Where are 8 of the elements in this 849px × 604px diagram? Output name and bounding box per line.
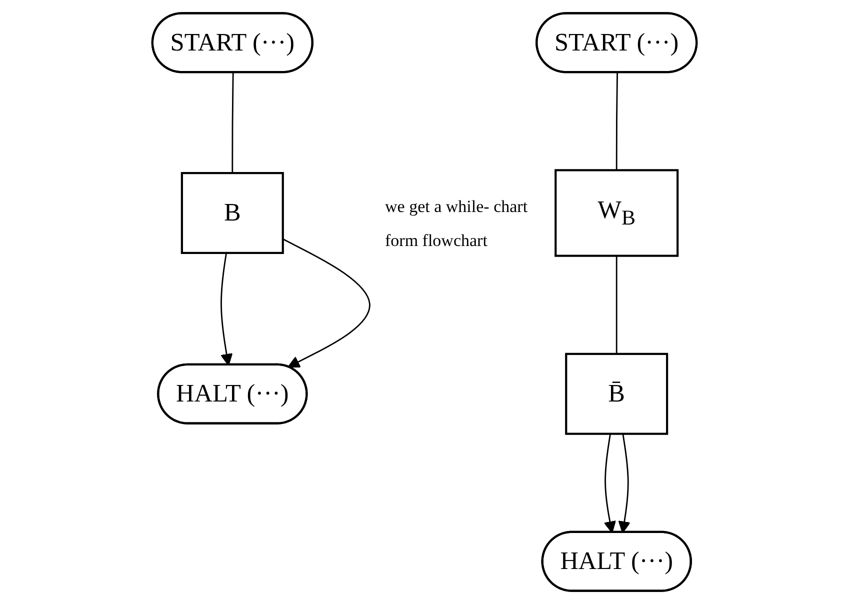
connector bbox=[616, 256, 618, 354]
connector bbox=[616, 72, 618, 170]
arrow bbox=[282, 238, 370, 368]
node-box bbox=[180, 172, 284, 254]
node-box bbox=[565, 352, 668, 435]
node-box bbox=[554, 169, 679, 257]
note-text: we get a while- chart form flowchart bbox=[385, 196, 529, 252]
connector bbox=[232, 72, 234, 174]
